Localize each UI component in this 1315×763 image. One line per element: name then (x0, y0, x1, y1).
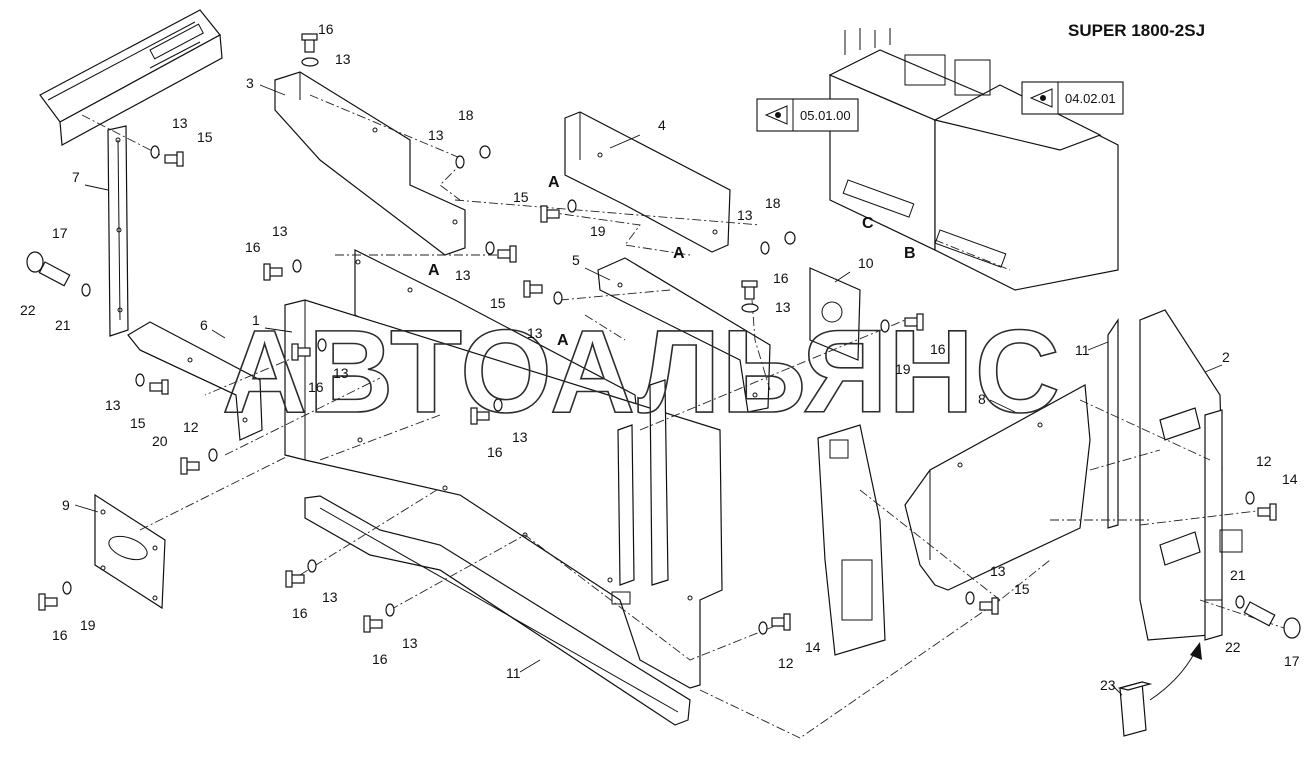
view-letters: A A A A C B (428, 174, 916, 349)
part-6-bracket (127, 321, 263, 441)
callout: 6 (200, 317, 208, 333)
part-9-plate (94, 493, 166, 610)
callout: 13 (105, 397, 121, 413)
eye-icon (775, 112, 781, 118)
assembly-lines (81, 94, 1291, 739)
part-5-bracket (597, 257, 771, 413)
frame-rail (39, 9, 223, 146)
callout: 13 (335, 51, 351, 67)
callout: 14 (805, 639, 821, 655)
reference-code: 05.01.00 (800, 108, 851, 123)
callout: 12 (778, 655, 794, 671)
callout: 13 (402, 635, 418, 651)
callout: 3 (246, 75, 254, 91)
callout: 15 (130, 415, 146, 431)
door-panel (817, 424, 886, 656)
callout: 13 (775, 299, 791, 315)
part-1-panel (284, 299, 723, 689)
callout: 19 (895, 361, 911, 377)
fasteners (26, 33, 1301, 639)
part-11-strip (1107, 318, 1119, 529)
watermark: АВТОАЛЬЯНС (222, 306, 1061, 438)
callout: 21 (55, 317, 71, 333)
reference-box-1[interactable]: 05.01.00 (756, 98, 859, 132)
callout: 13 (737, 207, 753, 223)
view-letter: A (557, 332, 569, 349)
side-post (611, 379, 669, 605)
part-7-bracket (107, 125, 129, 337)
callout: 22 (20, 302, 36, 318)
callout: 14 (1282, 471, 1298, 487)
callout: 13 (512, 429, 528, 445)
view-letter: B (904, 245, 916, 262)
callout: 2 (1222, 349, 1230, 365)
callout: 13 (322, 589, 338, 605)
callout: 16 (372, 651, 388, 667)
reference-box-2[interactable]: 04.02.01 (1021, 81, 1124, 115)
eye-icon (1040, 95, 1046, 101)
callout: 16 (245, 239, 261, 255)
callout: 20 (152, 433, 168, 449)
callout: 5 (572, 252, 580, 268)
callout: 11 (1075, 342, 1090, 358)
callout: 15 (1014, 581, 1030, 597)
callout: 1 (252, 312, 260, 328)
callout: 13 (455, 267, 471, 283)
callout: 13 (333, 365, 349, 381)
equipment-units (828, 28, 1119, 291)
callout: 4 (658, 117, 666, 133)
callout: 15 (513, 189, 529, 205)
callout: 13 (990, 563, 1006, 579)
callout: 18 (765, 195, 781, 211)
diagram-title: SUPER 1800-2SJ (1068, 21, 1205, 40)
callouts: 16 13 3 18 13 13 15 7 4 A 15 19 13 18 17… (20, 21, 1300, 693)
callout: 15 (197, 129, 213, 145)
view-letter: A (673, 245, 685, 262)
callout: 7 (72, 169, 80, 185)
callout: 16 (308, 379, 324, 395)
leader-lines (74, 84, 1223, 696)
callout: 21 (1230, 567, 1246, 583)
part-10-plate (809, 267, 861, 361)
callout: 19 (590, 223, 606, 239)
callout: 16 (487, 444, 503, 460)
callout: 16 (52, 627, 68, 643)
view-letter: A (428, 262, 440, 279)
part-4-cover (564, 111, 731, 253)
callout: 16 (773, 270, 789, 286)
callout: 13 (172, 115, 188, 131)
callout: 12 (1256, 453, 1272, 469)
callout: 13 (272, 223, 288, 239)
callout: 19 (80, 617, 96, 633)
callout: 23 (1100, 677, 1116, 693)
part-23-block (1117, 642, 1202, 737)
callout: 10 (858, 255, 874, 271)
part-11-seal-strip (304, 495, 691, 726)
reference-code: 04.02.01 (1065, 91, 1116, 106)
callout: 8 (978, 391, 986, 407)
callout: 18 (458, 107, 474, 123)
callout: 9 (62, 497, 70, 513)
part-3-cover (274, 71, 466, 256)
callout: 22 (1225, 639, 1241, 655)
part-2-side-frame (1139, 309, 1243, 641)
callout: 16 (292, 605, 308, 621)
callout: 13 (428, 127, 444, 143)
callout: 16 (318, 21, 334, 37)
view-letter: C (862, 215, 874, 232)
callout: 13 (527, 325, 543, 341)
callout: 16 (930, 341, 946, 357)
callout: 12 (183, 419, 199, 435)
callout: 15 (490, 295, 506, 311)
view-letter: A (548, 174, 560, 191)
callout: 11 (506, 665, 521, 681)
callout: 17 (52, 225, 68, 241)
callout: 17 (1284, 653, 1300, 669)
